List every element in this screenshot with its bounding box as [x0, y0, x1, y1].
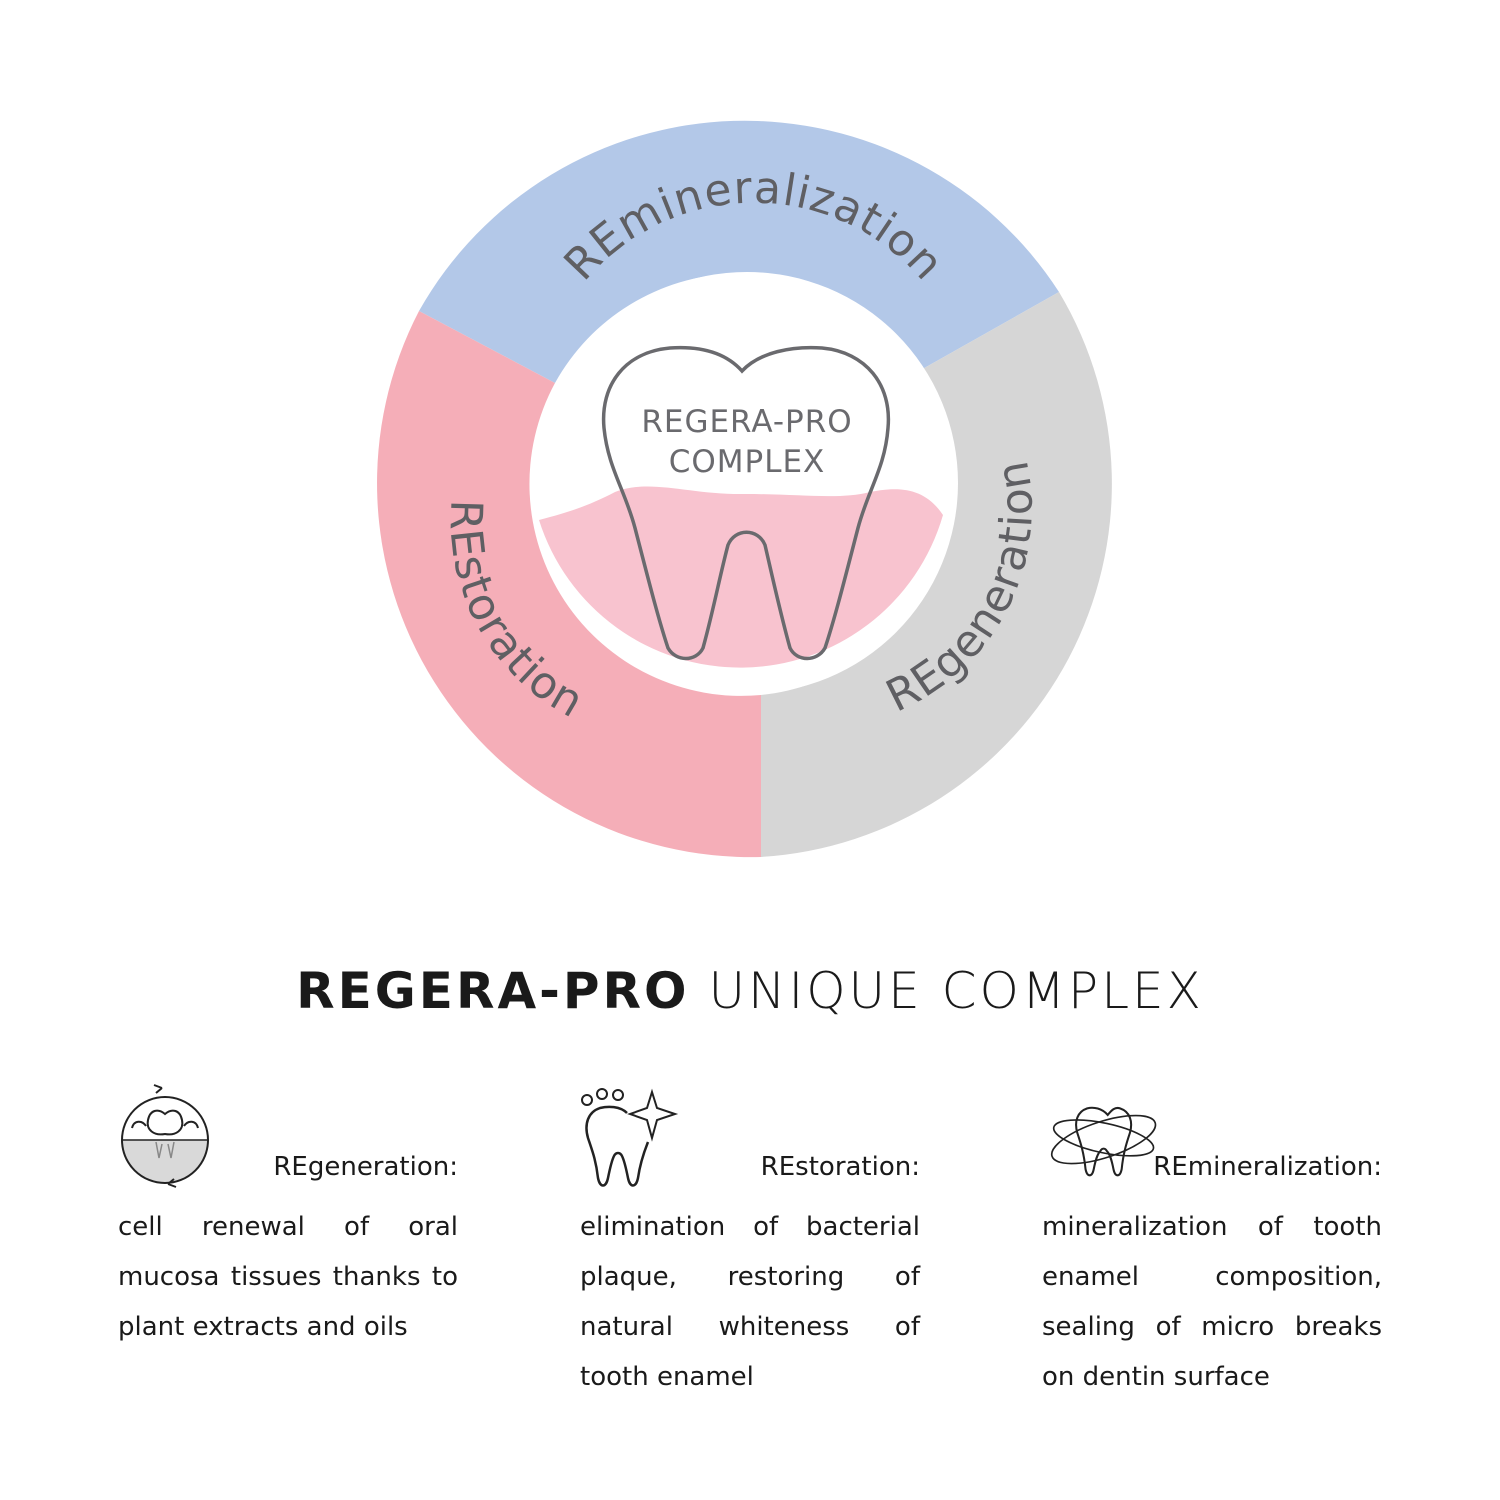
segment-restoration	[377, 311, 761, 858]
gum-area	[539, 486, 943, 668]
page-title-light: UNIQUE COMPLEX	[708, 962, 1204, 1020]
tooth-outline	[601, 345, 891, 661]
feature-title: REgeneration:	[273, 1152, 458, 1182]
feature-title: REmineralization:	[1153, 1152, 1382, 1182]
page-title: REGERA-PRO UNIQUE COMPLEX	[0, 962, 1500, 1020]
sparkling-tooth-icon	[581, 1088, 679, 1187]
feature-restoration: REstoration: elimination of bacterial pl…	[580, 1080, 920, 1410]
feature-remineralization: REmineralization: mineralization of toot…	[1042, 1080, 1382, 1410]
feature-description: mineralization of tooth enamel compositi…	[1042, 1212, 1382, 1392]
feature-regeneration: REgeneration: cell renewal of oral mucos…	[118, 1080, 458, 1410]
ring-diagram: REGERA-PRO COMPLEX REmineralization REge…	[377, 120, 1112, 858]
segment-remineralization	[419, 120, 1059, 384]
feature-description: elimination of bacterial plaque, restori…	[580, 1212, 920, 1392]
page-title-bold: REGERA-PRO	[296, 962, 690, 1020]
tooth-orbit-icon	[1050, 1106, 1157, 1177]
mouth-cycle-icon	[121, 1084, 209, 1188]
feature-title: REstoration:	[760, 1152, 920, 1182]
center-label-line1: REGERA-PRO	[641, 404, 852, 440]
center-label-line2: COMPLEX	[669, 444, 826, 480]
feature-description: cell renewal of oral mucosa tissues than…	[118, 1212, 458, 1342]
